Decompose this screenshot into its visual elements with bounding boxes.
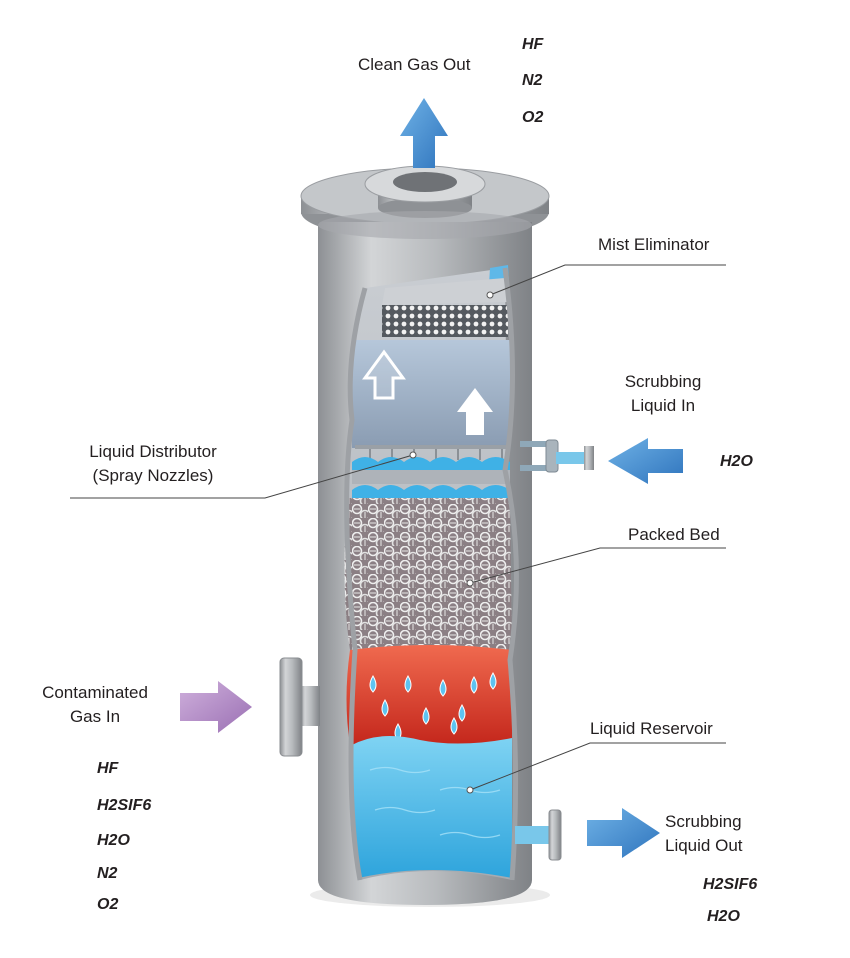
liquid-distributor-label: Liquid Distributor (Spray Nozzles) xyxy=(68,440,238,488)
mist-eliminator-marker xyxy=(486,291,494,299)
contaminated-gas-in-line-1: Contaminated xyxy=(42,683,148,702)
contaminated-gas-in-species-1: HF xyxy=(97,760,119,777)
contaminated-gas-in-species-3: H2O xyxy=(97,832,130,849)
scrubbing-liquid-in-line-1: Scrubbing xyxy=(624,372,702,391)
contaminated-gas-in-label: Contaminated Gas In xyxy=(30,681,160,729)
mist-eliminator-leader xyxy=(489,264,726,296)
liquid-reservoir-marker xyxy=(466,786,474,794)
clean-gas-out-arrow xyxy=(400,98,448,168)
clean-gas-out-label: Clean Gas Out xyxy=(358,55,471,74)
packed-bed-marker xyxy=(466,579,474,587)
scrubbing-liquid-out-label: Scrubbing Liquid Out xyxy=(665,810,765,858)
contaminated-gas-in-species-5: O2 xyxy=(97,896,119,913)
liquid-reservoir-label: Liquid Reservoir xyxy=(590,719,713,738)
liquid-out-arrow xyxy=(587,808,660,858)
cutaway-interior xyxy=(344,265,519,881)
scrubbing-liquid-out-line-1: Scrubbing xyxy=(665,812,742,831)
liquid-reservoir-leader xyxy=(469,742,726,791)
liquid-in-arrow xyxy=(608,438,683,484)
scrubbing-liquid-in-label: Scrubbing Liquid In xyxy=(608,370,718,418)
scrubbing-liquid-out-species-1: H2SIF6 xyxy=(703,876,758,893)
mist-eliminator-label: Mist Eliminator xyxy=(598,235,710,254)
scrubbing-liquid-out-species-2: H2O xyxy=(707,908,740,925)
clean-gas-out-species-1: HF xyxy=(522,36,544,53)
liquid-inlet-pipe xyxy=(520,439,594,473)
packed-bed-label: Packed Bed xyxy=(628,525,720,544)
liquid-outlet-nozzle xyxy=(515,809,562,861)
liquid-distributor-marker xyxy=(409,451,417,459)
liquid-distributor-leader xyxy=(70,454,414,499)
gas-in-arrow xyxy=(180,681,252,733)
scrubbing-liquid-in-species-1: H2O xyxy=(720,453,753,470)
liquid-distributor-line-2: (Spray Nozzles) xyxy=(92,466,214,485)
scrubbing-liquid-out-line-2: Liquid Out xyxy=(665,836,743,855)
clean-gas-out-species-3: O2 xyxy=(522,109,544,126)
clean-gas-out-species-2: N2 xyxy=(522,72,543,89)
scrubbing-liquid-in-line-2: Liquid In xyxy=(630,396,696,415)
packed-bed-leader xyxy=(469,547,726,584)
contaminated-gas-in-species-2: H2SIF6 xyxy=(97,797,152,814)
liquid-distributor-line-1: Liquid Distributor xyxy=(89,442,217,461)
contaminated-gas-in-line-2: Gas In xyxy=(69,707,121,726)
gas-inlet-nozzle xyxy=(279,657,320,757)
contaminated-gas-in-species-4: N2 xyxy=(97,865,118,882)
